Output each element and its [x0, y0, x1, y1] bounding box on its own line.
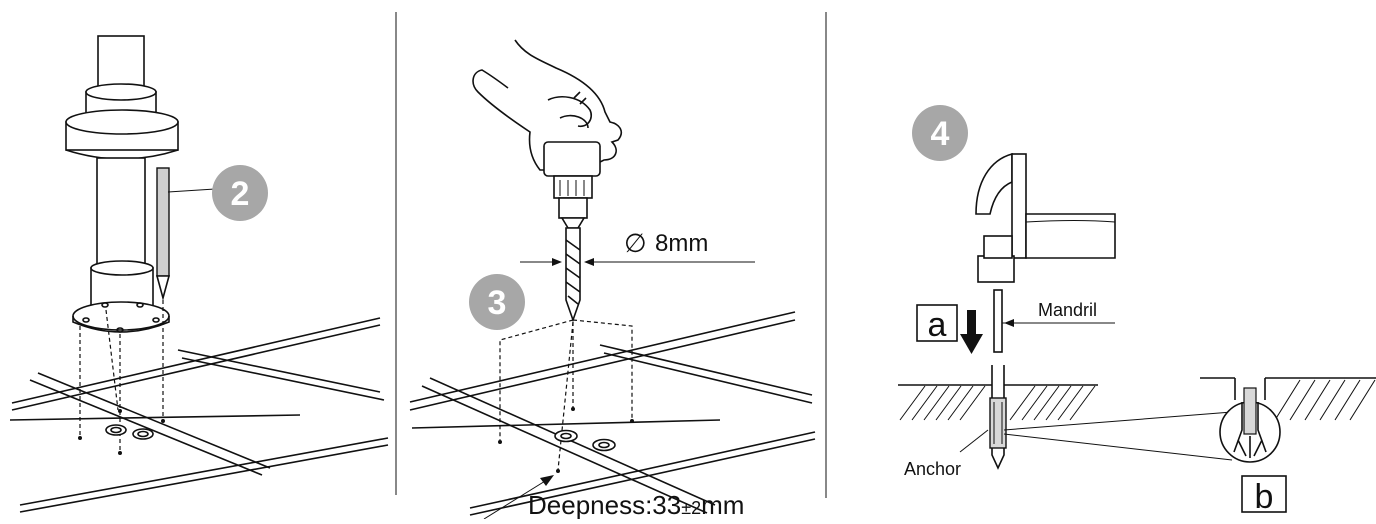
step-4-number: 4	[931, 115, 950, 153]
mandril-label: Mandril	[1038, 300, 1097, 320]
diameter-symbol: ∅	[624, 228, 647, 258]
panel-drill: ∅ 8mm Deepness:33±2mm 3	[409, 39, 816, 520]
detail-b-magnified	[1200, 377, 1376, 463]
depth-label: Deepness:33±2mm	[528, 490, 744, 519]
post-column	[65, 35, 179, 333]
anchor-label: Anchor	[904, 459, 961, 479]
step-2-badge: 2	[212, 165, 268, 221]
detail-a-label: a	[928, 306, 947, 344]
detail-b-box	[1241, 475, 1287, 513]
pencil-icon	[155, 167, 216, 302]
projection-lines-2	[499, 319, 633, 471]
step-2-number: 2	[231, 175, 250, 213]
step-3-badge: 3	[469, 274, 525, 330]
hand-drill-icon	[472, 39, 622, 323]
diameter-label: 8mm	[655, 230, 708, 257]
detail-b-label: b	[1255, 478, 1274, 516]
step-4-badge: 4	[912, 105, 968, 161]
panel-anchor: 4 Mandril a	[898, 105, 1376, 516]
floor-grid-1	[9, 317, 389, 513]
detail-a-box	[916, 304, 958, 342]
down-arrow-icon	[960, 310, 983, 354]
floor-grid-2	[409, 311, 816, 516]
mandril-pin	[993, 289, 1003, 353]
hammer-icon	[975, 152, 1116, 283]
diameter-dimension: ∅ 8mm	[520, 228, 755, 266]
ground-section	[898, 365, 1098, 470]
panel-mark-holes: 2	[9, 35, 389, 513]
step-3-number: 3	[488, 284, 507, 322]
